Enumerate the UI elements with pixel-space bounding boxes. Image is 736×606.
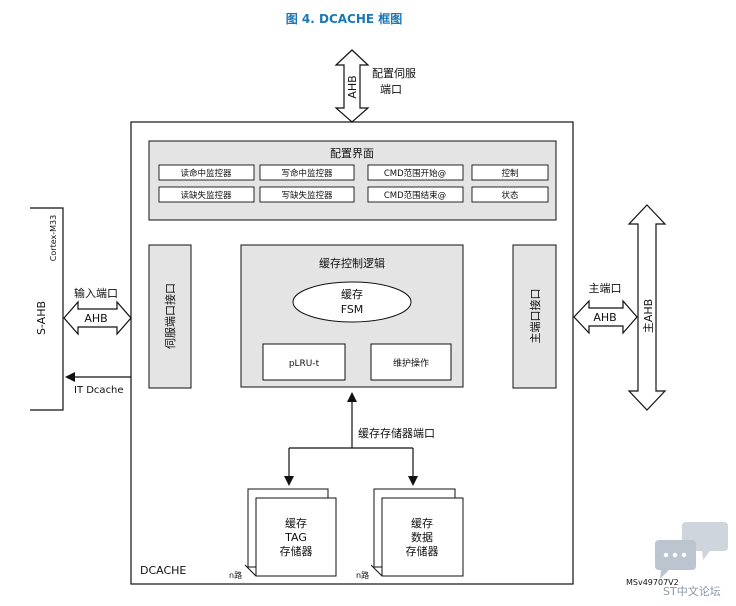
dcache-block-label: DCACHE [140,564,186,577]
cmd-range-start-label: CMD范围开始@ [384,168,446,179]
tag-memory-label-1: 缓存 [285,516,307,530]
it-dcache-label: IT Dcache [74,385,124,396]
input-port-bus-label: AHB [84,312,107,325]
cache-fsm-label-2: FSM [341,303,364,316]
status-cell [471,186,549,203]
tag-memory-label-3: 存储器 [280,544,313,558]
figure-title: 图 4. DCACHE 框图 [286,11,403,26]
plru-box [262,343,346,381]
data-memory-box [381,497,464,577]
tag-n-way-tick [244,564,257,577]
master-port-interface-box [512,244,557,389]
master-port-interface-label: 主端口接口 [529,289,542,344]
cmd-range-start-cell [367,164,464,181]
maintenance-box [370,343,452,381]
control-cell [471,164,549,181]
config-interface-box [148,140,557,221]
master-port-arrow [573,299,638,335]
master-ahb-arrow [627,204,667,411]
config-port-label-1: 配置伺服 [372,67,416,80]
read-hit-monitor-label: 读命中监控器 [180,168,232,179]
memory-port-label: 缓存存储器端口 [358,426,435,440]
cache-control-logic-title: 缓存控制逻辑 [319,256,385,270]
figure-id-label: MSv49707V2 [626,578,679,587]
cache-fsm-ellipse [292,281,412,323]
control-label: 控制 [501,168,518,179]
cmd-range-end-label: CMD范围结束@ [384,190,446,201]
master-port-label: 主端口 [589,282,622,295]
master-port-bus-label: AHB [593,311,616,324]
read-miss-monitor-label: 读缺失监控器 [180,190,232,201]
servo-port-interface-label: 伺服端口接口 [164,283,177,349]
cortex-m33-bracket [30,207,64,411]
config-port-label-2: 端口 [380,83,402,96]
data-memory-label-3: 存储器 [406,544,439,558]
tag-n-way-label: n路 [229,570,242,580]
input-port-label: 输入端口 [74,286,118,300]
watermark-logo [655,522,728,579]
maintenance-label: 维护操作 [393,357,429,369]
write-hit-monitor-label: 写命中监控器 [281,168,333,179]
config-interface-title: 配置界面 [330,147,374,160]
write-miss-monitor-cell [259,186,355,203]
read-miss-monitor-cell [158,186,255,203]
read-hit-monitor-cell [158,164,255,181]
s-ahb-label: S-AHB [35,301,48,335]
data-n-way-label: n路 [356,570,369,580]
tag-memory-label-2: TAG [284,531,307,544]
write-hit-monitor-cell [259,164,355,181]
tag-memory-box [255,497,337,577]
plru-label: pLRU-t [289,359,320,369]
data-memory-label-2: 数据 [411,530,433,544]
cmd-range-end-cell [367,186,464,203]
data-memory-label-1: 缓存 [411,516,433,530]
status-label: 状态 [501,190,519,201]
write-miss-monitor-label: 写缺失监控器 [281,190,333,201]
cortex-m33-label: Cortex-M33 [49,215,58,261]
servo-port-interface-box [148,244,192,389]
watermark-text: ST中文论坛 [663,584,721,598]
config-port-bus-label: AHB [346,75,359,98]
master-ahb-label: 主AHB [642,299,655,333]
input-port-arrow [63,300,132,336]
cache-fsm-label-1: 缓存 [341,287,363,301]
data-n-way-tick [370,564,383,577]
